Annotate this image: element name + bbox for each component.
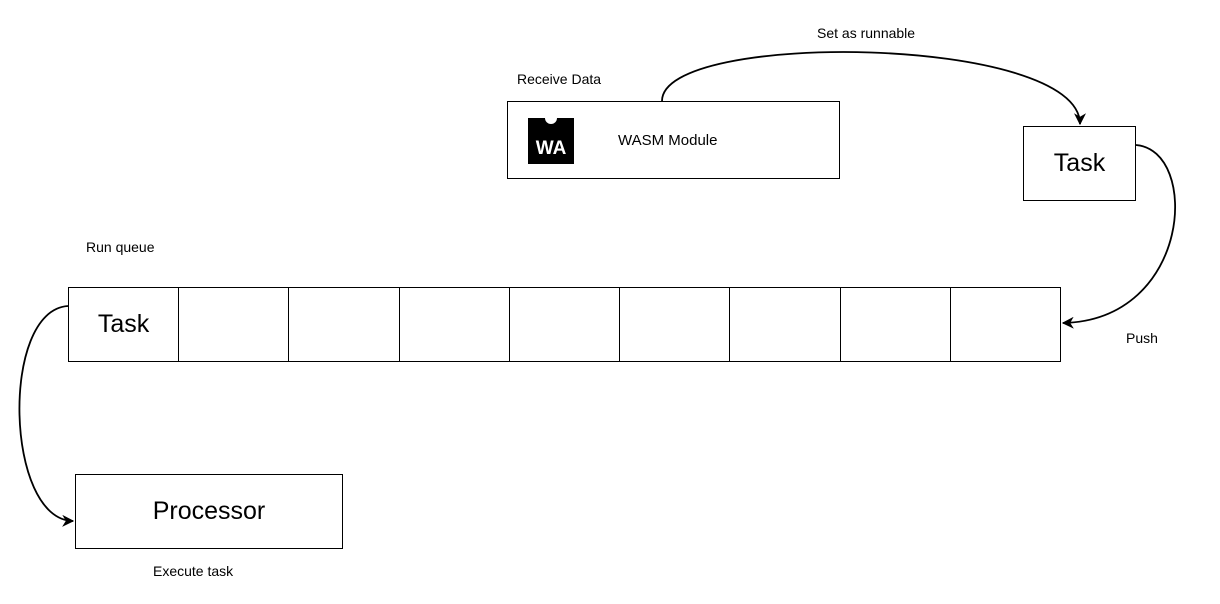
push-label: Push bbox=[1126, 330, 1158, 346]
processor-node: Processor bbox=[75, 474, 343, 549]
arrow-queue-to-processor bbox=[18, 305, 75, 527]
queue-cell bbox=[841, 288, 951, 361]
queue-cell bbox=[289, 288, 400, 361]
run-queue: Task bbox=[68, 287, 1061, 362]
wasm-module-label: WASM Module bbox=[618, 132, 718, 149]
queue-cell bbox=[951, 288, 1060, 361]
queue-cell bbox=[179, 288, 290, 361]
queue-cell: Task bbox=[69, 288, 180, 361]
wasm-module-node: WA WASM Module bbox=[507, 101, 840, 179]
queue-cell bbox=[400, 288, 510, 361]
set-as-runnable-label: Set as runnable bbox=[817, 25, 916, 41]
run-queue-label: Run queue bbox=[86, 239, 155, 255]
queue-cell bbox=[730, 288, 841, 361]
queue-cell bbox=[620, 288, 731, 361]
logo-notch bbox=[545, 112, 557, 124]
logo-text: WA bbox=[535, 138, 567, 159]
receive-data-label: Receive Data bbox=[517, 71, 602, 87]
execute-task-label: Execute task bbox=[153, 563, 234, 579]
webassembly-logo-icon: WA bbox=[528, 112, 574, 164]
task-node: Task bbox=[1023, 126, 1136, 201]
queue-cell bbox=[510, 288, 621, 361]
